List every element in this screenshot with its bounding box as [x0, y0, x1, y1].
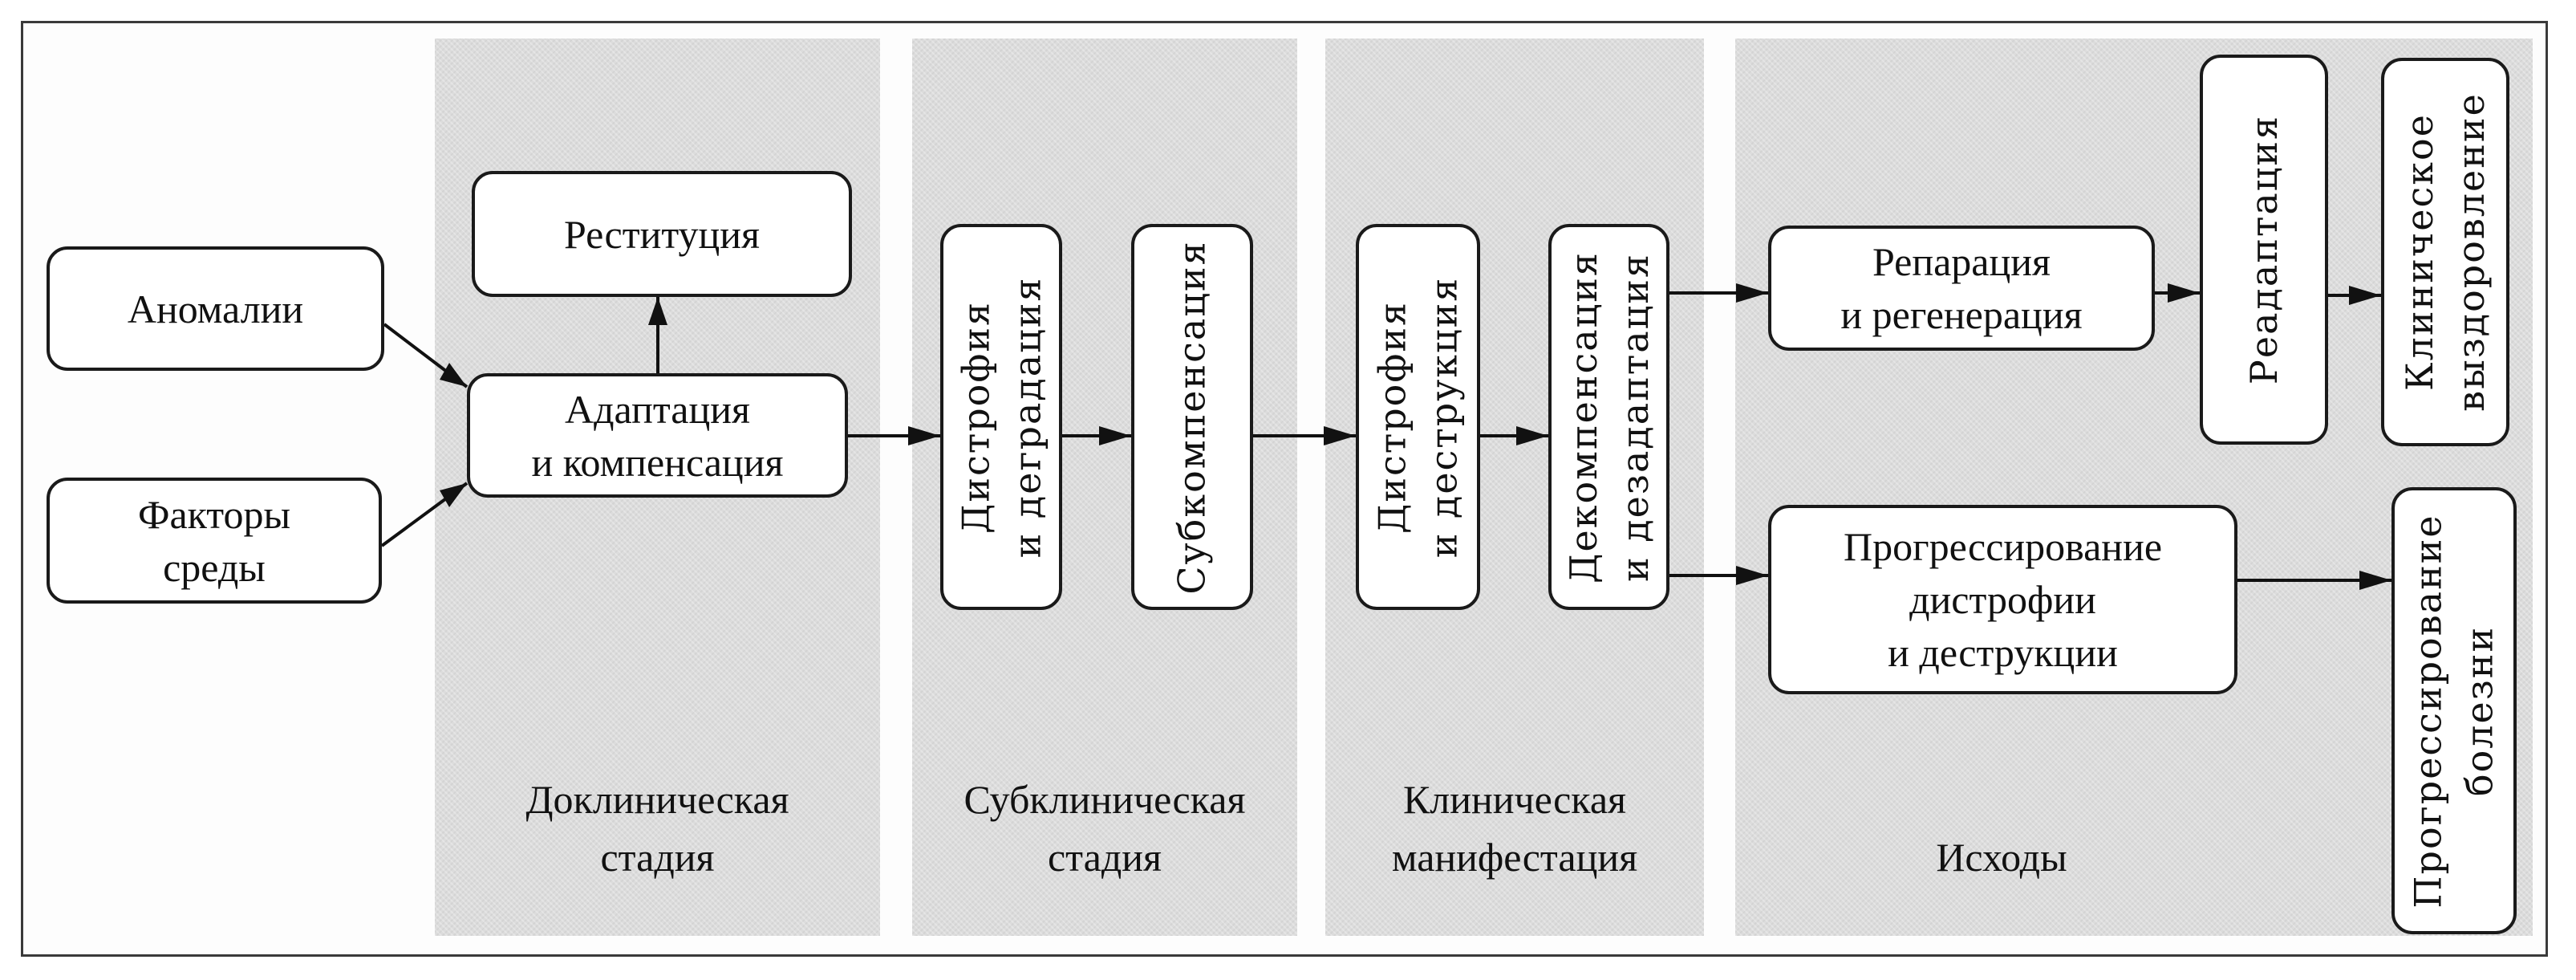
stage-label-preclinical: Доклиническая стадия	[525, 777, 789, 880]
stage-label-clinical: Клиническая манифестация	[1391, 777, 1638, 880]
node-label: Прогрессирование дистрофии и деструкции	[1843, 524, 2163, 675]
node-dystrophy-degradation: Дистрофия и деградация	[940, 224, 1062, 610]
node-progression-dystrophy-destruction: Прогрессирование дистрофии и деструкции	[1768, 505, 2237, 694]
node-label: Аномалии	[127, 286, 304, 331]
node-environment-factors: Факторы среды	[47, 478, 382, 604]
node-decompensation-disadaptation: Декомпенсация и дезадаптация	[1548, 224, 1669, 610]
node-label: Клиническое выздоровление	[2398, 92, 2493, 412]
node-readaptation: Реадаптация	[2200, 55, 2328, 445]
node-label: Субкомпенсация	[1170, 239, 1215, 595]
node-clinical-recovery: Клиническое выздоровление	[2381, 58, 2509, 446]
node-label: Адаптация и компенсация	[531, 386, 784, 485]
node-reparation-regeneration: Репарация и регенерация	[1768, 226, 2155, 351]
node-dystrophy-destruction: Дистрофия и деструкция	[1356, 224, 1480, 610]
stage-label-outcomes: Исходы	[1936, 835, 2067, 880]
node-label: Репарация и регенерация	[1840, 239, 2083, 337]
node-anomalies: Аномалии	[47, 246, 384, 371]
node-label: Реадаптация	[2242, 114, 2286, 385]
node-label: Дистрофия и деградация	[954, 276, 1049, 558]
node-label: Дистрофия и деструкция	[1370, 276, 1466, 558]
node-label: Декомпенсация и дезадаптация	[1561, 250, 1657, 584]
node-label: Реституция	[563, 211, 761, 257]
node-restitution: Реституция	[472, 171, 852, 297]
node-label: Факторы среды	[137, 491, 291, 590]
stage-label-subclinical: Субклиническая стадия	[963, 777, 1246, 880]
node-disease-progression: Прогрессирование болезни	[2391, 487, 2517, 934]
node-label: Прогрессирование болезни	[2407, 513, 2501, 909]
node-subcompensation: Субкомпенсация	[1131, 224, 1253, 610]
node-adaptation-compensation: Адаптация и компенсация	[467, 373, 848, 498]
